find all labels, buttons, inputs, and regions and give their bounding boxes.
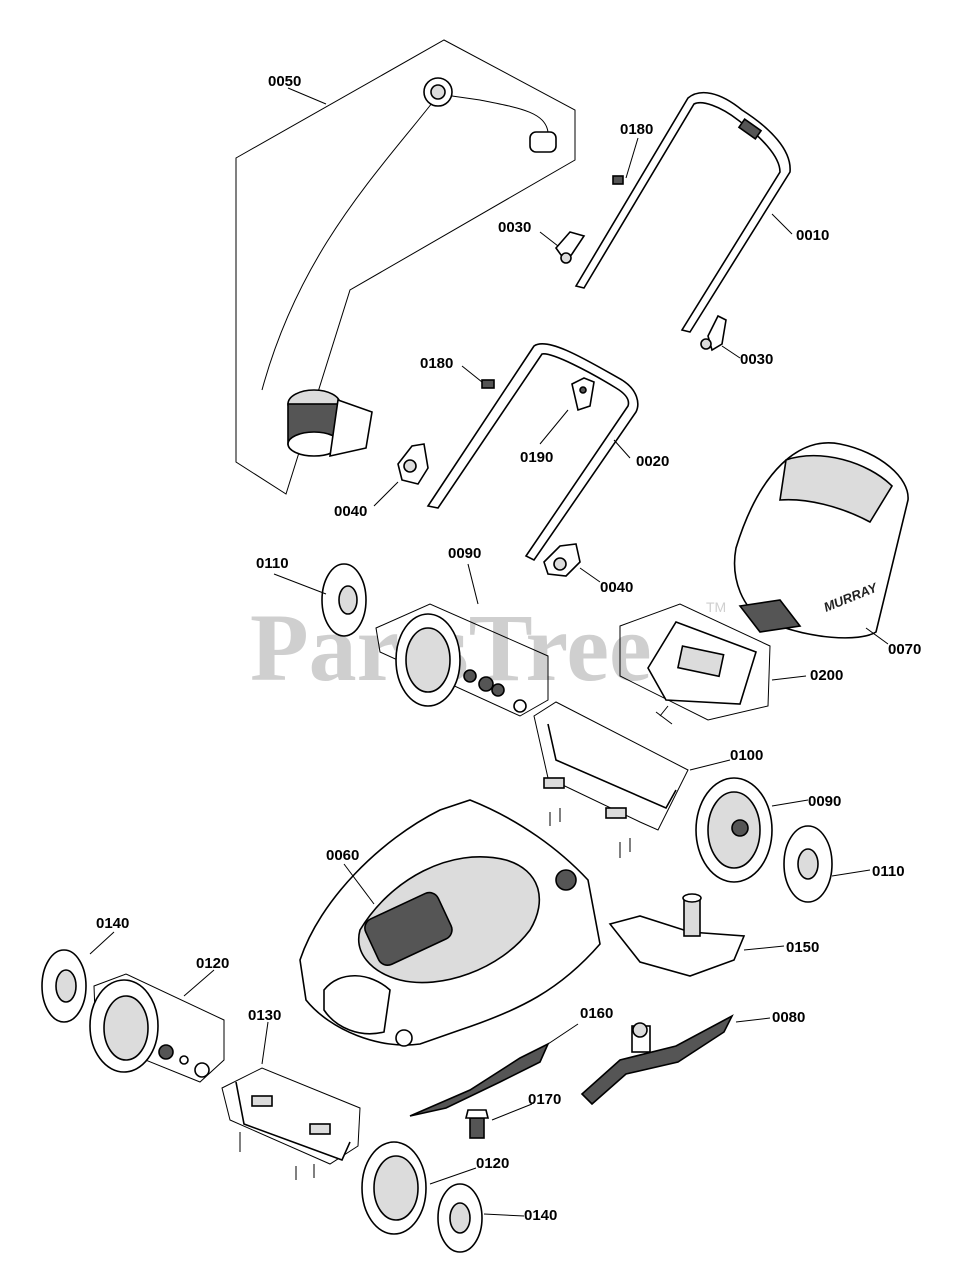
front-axle-kit-0130[interactable] [221,1067,361,1180]
callout-0040-right: 0040 [600,579,633,596]
handle-lock-0040-left[interactable] [397,443,429,485]
mower-deck-0060[interactable] [299,799,601,1047]
clip-0180-upper[interactable] [612,175,624,185]
callout-0010: 0010 [796,227,829,244]
blade-adapter-0080[interactable] [580,1014,734,1106]
hubcap-0110-upper[interactable] [321,563,367,637]
callout-0150: 0150 [786,939,819,956]
front-wheel-kit-0120-left[interactable] [89,973,225,1083]
callout-0180-upper: 0180 [620,121,653,138]
callout-0140-right: 0140 [524,1207,557,1224]
leader-lines [89,87,889,1217]
grass-catcher-0070[interactable]: MURRAY [733,442,909,639]
callout-labels: 0050 0180 0030 0010 0030 0180 0190 0020 … [96,73,921,1224]
callout-0050: 0050 [268,73,301,90]
callout-0200: 0200 [810,667,843,684]
callout-0170: 0170 [528,1091,561,1108]
callout-0060: 0060 [326,847,359,864]
blade-bolt-0170[interactable] [464,1109,490,1139]
callout-0110-upper: 0110 [256,555,289,572]
blade-0160[interactable] [409,1042,550,1117]
rear-flap-0200[interactable] [619,603,771,725]
handle-lock-0040-right[interactable] [543,543,581,577]
callout-0120-left: 0120 [196,955,229,972]
hubcap-0140-left[interactable] [41,949,87,1023]
callout-0040-left: 0040 [334,503,367,520]
callout-0030-right: 0030 [740,351,773,368]
callout-0180-lower: 0180 [420,355,453,372]
rear-wheel-0090-right[interactable] [695,777,773,883]
motor-assembly-0050[interactable] [235,39,576,495]
cable-guide-0190[interactable] [571,377,595,412]
upper-handle-0010[interactable] [574,91,791,333]
callout-0140-left: 0140 [96,915,129,932]
mulch-plug-0150[interactable] [608,893,746,977]
callout-0070: 0070 [888,641,921,658]
callout-0080: 0080 [772,1009,805,1026]
rear-axle-kit-0100[interactable] [533,701,689,858]
callout-0090-right: 0090 [808,793,841,810]
handle-knob-0030-right[interactable] [700,314,727,352]
hubcap-0110-right[interactable] [783,825,833,903]
callout-0100: 0100 [730,747,763,764]
callout-0110-right: 0110 [872,863,905,880]
callout-0130: 0130 [248,1007,281,1024]
callout-0160: 0160 [580,1005,613,1022]
front-wheel-0120-right[interactable] [361,1141,427,1235]
watermark-trademark: TM [706,599,726,615]
callout-0020: 0020 [636,453,669,470]
callout-0190: 0190 [520,449,553,466]
callout-0030-left: 0030 [498,219,531,236]
callout-0120-right: 0120 [476,1155,509,1172]
rear-wheel-kit-0090-left[interactable] [375,603,549,717]
lower-handle-0020[interactable] [426,343,639,562]
hubcap-0140-right[interactable] [437,1183,483,1253]
handle-knob-0030-left[interactable] [554,231,586,264]
clip-0180-lower[interactable] [481,379,495,389]
callout-0090-left: 0090 [448,545,481,562]
